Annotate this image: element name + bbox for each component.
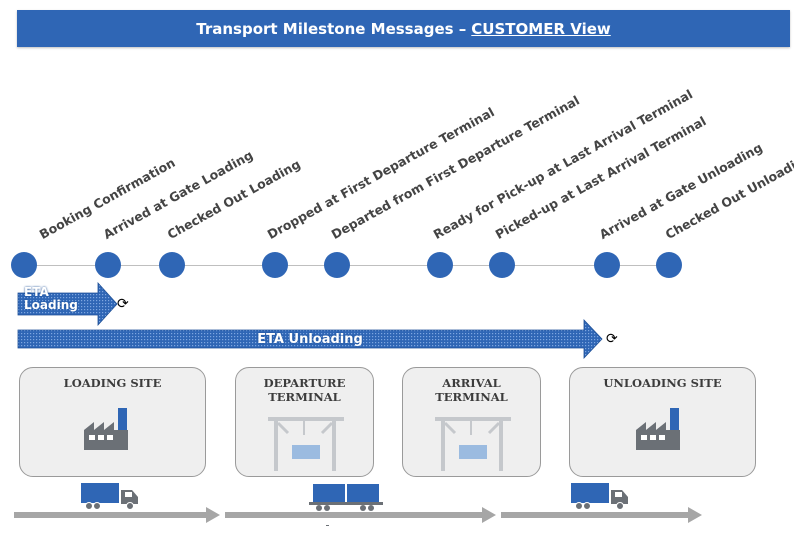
unloading-site-title: UNLOADING SITE — [603, 376, 722, 390]
milestone-dot-ready-pickup-arrival[interactable] — [427, 252, 453, 278]
milestone-dot-picked-up-arrival[interactable] — [489, 252, 515, 278]
crane-icon — [268, 417, 344, 471]
milestone-dot-checked-out-unloading[interactable] — [656, 252, 682, 278]
departure-title-line1: DEPARTURE — [263, 376, 346, 390]
arrow-icon — [14, 507, 220, 523]
unloading-site-box: UNLOADING SITE — [569, 367, 756, 477]
loading-site-box: LOADING SITE — [19, 367, 206, 477]
crane-icon — [435, 417, 511, 471]
milestone-dot-arrived-gate-unloading[interactable] — [594, 252, 620, 278]
milestone-dot-arrived-gate-loading[interactable] — [95, 252, 121, 278]
eta-unloading-label: ETA Unloading — [257, 332, 363, 347]
arrival-title-line2: TERMINAL — [435, 390, 508, 404]
milestone-dot-checked-out-loading[interactable] — [159, 252, 185, 278]
milestone-dot-dropped-departure[interactable] — [262, 252, 288, 278]
departure-title-line2: TERMINAL — [268, 390, 341, 404]
arrow-icon — [501, 507, 702, 523]
arrival-terminal-title: ARRIVAL TERMINAL — [403, 376, 540, 404]
truck-icon — [571, 483, 628, 510]
refresh-icon[interactable]: ⟳ — [606, 331, 618, 347]
milestone-dot-departed-departure[interactable] — [324, 252, 350, 278]
arrival-title-line1: ARRIVAL — [442, 376, 501, 390]
factory-icon — [636, 408, 680, 450]
transport-arrows — [14, 507, 702, 526]
departure-terminal-box: DEPARTURE TERMINAL — [235, 367, 374, 477]
eta-loading-text: ETA Loading — [24, 285, 78, 312]
arrival-terminal-box: ARRIVAL TERMINAL — [402, 367, 541, 477]
departure-terminal-title: DEPARTURE TERMINAL — [236, 376, 373, 404]
eta-loading-arrow — [17, 281, 118, 327]
arrow-icon — [225, 507, 496, 523]
customer-view-link[interactable]: CUSTOMER View — [471, 19, 611, 38]
factory-icon — [84, 408, 128, 450]
page-title: Transport Milestone Messages – CUSTOMER … — [17, 10, 790, 47]
refresh-icon[interactable]: ⟳ — [117, 296, 129, 312]
title-text: Transport Milestone Messages – — [196, 19, 467, 38]
eta-unloading-arrow — [17, 318, 603, 360]
truck-icon — [81, 483, 138, 510]
loading-site-title: LOADING SITE — [63, 376, 162, 390]
eta-loading-label: ETA Loading — [24, 286, 94, 312]
train-icon — [309, 484, 383, 511]
milestone-dot-booking[interactable] — [11, 252, 37, 278]
